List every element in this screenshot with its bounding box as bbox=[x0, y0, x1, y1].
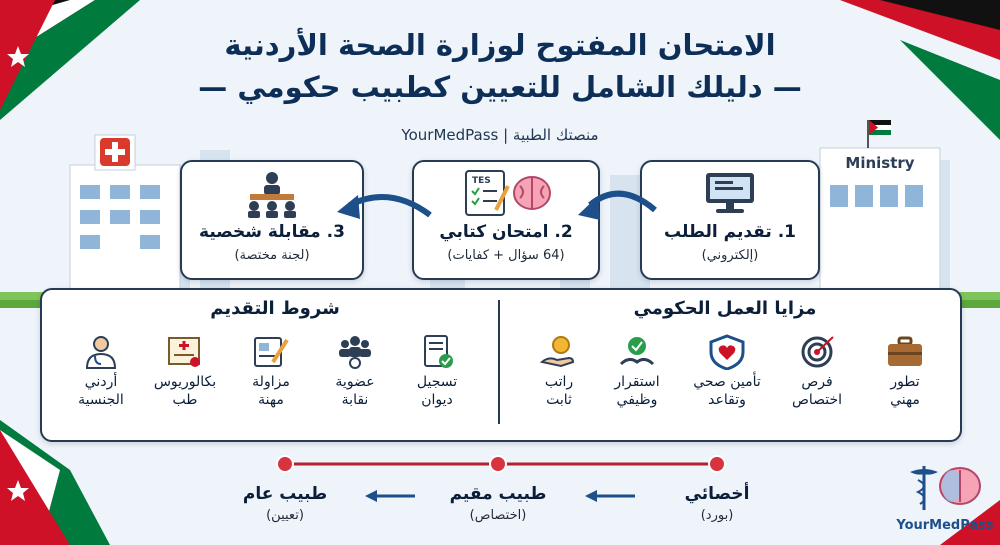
doctor-icon bbox=[85, 336, 117, 369]
exam-paper-label: TES bbox=[472, 176, 491, 186]
career-stage-label: طبيب مقيم bbox=[449, 484, 547, 504]
career-stage-note: (تعيين) bbox=[266, 508, 304, 523]
step-card-3: 3. مقابلة شخصية (لجنة مختصة) bbox=[180, 160, 364, 280]
flag-top-right bbox=[840, 0, 1000, 140]
requirement-label: الجنسية bbox=[78, 391, 124, 408]
target-icon bbox=[801, 336, 834, 368]
requirements-title: شروط التقديم bbox=[210, 298, 340, 319]
requirement-label: تسجيل bbox=[416, 374, 458, 390]
flag-bottom-left bbox=[0, 420, 110, 545]
license-pen-icon bbox=[254, 337, 289, 367]
arrow-left-icon bbox=[337, 195, 360, 219]
interview-panel-icon bbox=[248, 172, 296, 218]
benefit-label: راتب bbox=[544, 374, 574, 390]
benefit-label: وتقاعد bbox=[708, 391, 746, 408]
benefit-label: تأمين صحي bbox=[693, 374, 761, 390]
arrow-left-icon bbox=[585, 490, 597, 502]
computer-icon bbox=[706, 173, 754, 213]
timeline-node bbox=[276, 455, 294, 473]
flag-top-left bbox=[0, 0, 140, 120]
career-stage-note: (اختصاص) bbox=[469, 508, 527, 523]
requirement-label: مزاولة bbox=[252, 374, 290, 390]
benefit-label: تطور bbox=[890, 374, 920, 390]
benefit-label: مهني bbox=[890, 391, 920, 408]
people-group-icon bbox=[339, 336, 371, 369]
step-1-note: (إلكتروني) bbox=[701, 248, 759, 263]
page-subtitle: — دليلك الشامل للتعيين كطبيب حكومي — bbox=[198, 70, 802, 104]
flag-bottom-right bbox=[940, 500, 1000, 545]
exam-brain-icon: TES bbox=[465, 170, 551, 216]
benefit-label: ثابت bbox=[546, 391, 572, 408]
career-stage-label: أخصائي bbox=[684, 484, 750, 504]
requirement-label: ديوان bbox=[421, 391, 453, 408]
step-card-1: 1. تقديم الطلب (إلكتروني) bbox=[640, 160, 820, 280]
step-2-note: (64 سؤال + كفايات) bbox=[447, 248, 565, 263]
document-check-icon bbox=[424, 335, 453, 368]
benefit-label: وظيفي bbox=[616, 391, 658, 408]
hand-coin-icon bbox=[539, 336, 575, 368]
requirement-label: بكالوريوس bbox=[153, 374, 217, 390]
arrow-left-icon bbox=[365, 490, 377, 502]
briefcase-icon bbox=[888, 336, 922, 366]
step-arrows bbox=[337, 190, 657, 220]
timeline-node bbox=[708, 455, 726, 473]
benefit-label: اختصاص bbox=[791, 391, 843, 408]
benefit-label: فرص bbox=[801, 374, 833, 390]
diploma-icon bbox=[168, 337, 200, 367]
platform-tagline: منصتك الطبية | YourMedPass bbox=[401, 126, 599, 144]
step-card-2: TES 2. امتحان كتابي (64 سؤال + كفايات) bbox=[412, 160, 600, 280]
requirement-label: أردني bbox=[84, 374, 118, 390]
step-2-title: 2. امتحان كتابي bbox=[439, 222, 573, 242]
step-3-title: 3. مقابلة شخصية bbox=[199, 222, 345, 242]
ministry-building bbox=[819, 120, 941, 299]
caduceus-brain-logo-icon bbox=[910, 466, 981, 510]
benefits-title: مزايا العمل الحكومي bbox=[633, 298, 817, 319]
timeline-node bbox=[489, 455, 507, 473]
step-3-note: (لجنة مختصة) bbox=[234, 248, 310, 263]
career-stage-note: (بورد) bbox=[700, 508, 734, 523]
career-timeline bbox=[276, 455, 726, 502]
step-1-title: 1. تقديم الطلب bbox=[664, 222, 796, 242]
requirement-label: طب bbox=[172, 391, 198, 408]
requirement-label: مهنة bbox=[258, 391, 284, 408]
brand-name: YourMedPass bbox=[896, 518, 994, 533]
hospital-building bbox=[69, 134, 181, 301]
ministry-label: Ministry bbox=[845, 154, 915, 172]
hands-check-icon bbox=[619, 337, 655, 366]
arrow-left-icon bbox=[578, 196, 600, 220]
benefit-label: استقرار bbox=[614, 374, 660, 390]
panel-divider bbox=[498, 300, 500, 424]
career-stage-label: طبيب عام bbox=[242, 484, 328, 504]
requirement-label: عضوية bbox=[335, 374, 375, 390]
shield-heart-icon bbox=[709, 334, 745, 370]
requirement-label: نقابة bbox=[341, 391, 369, 408]
page-title: الامتحان المفتوح لوزارة الصحة الأردنية bbox=[224, 28, 776, 62]
